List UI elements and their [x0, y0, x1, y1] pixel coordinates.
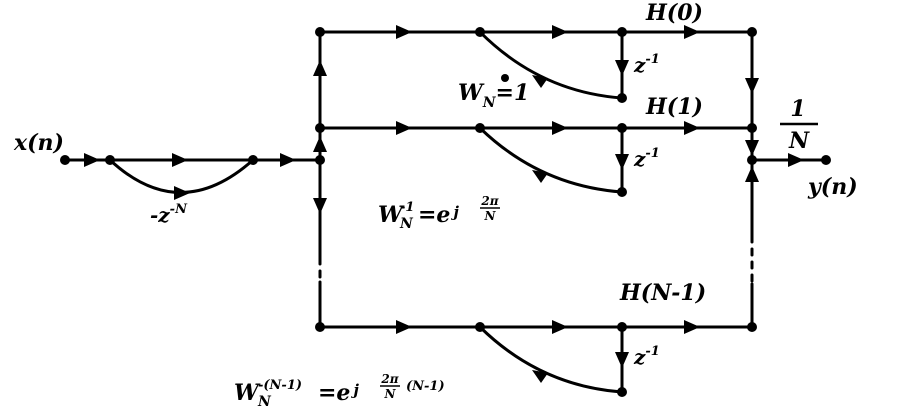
scale-denominator: N — [788, 128, 810, 154]
delay-node — [617, 387, 627, 397]
coefficient-label: H(1) — [645, 94, 703, 120]
feedback-arrow — [532, 170, 548, 183]
comb-out-arrow — [280, 153, 296, 167]
coefficient-label: H(0) — [645, 0, 703, 26]
feedback-arrow — [532, 370, 548, 383]
delay-arrow — [615, 154, 629, 170]
branch-arrow-3 — [684, 121, 700, 135]
delay-label: z-1 — [633, 52, 660, 77]
feedback-path — [478, 126, 624, 194]
branch-node-b — [617, 123, 627, 133]
comb-section: x(n) -z-N — [13, 130, 322, 227]
comb-gain-label: -z-N — [150, 202, 188, 227]
output-arrow — [788, 153, 804, 167]
twiddle-exponent-numerator: 2π — [380, 372, 398, 386]
distribution-bus — [313, 27, 327, 332]
input-arrow — [84, 153, 100, 167]
comb-split-node — [105, 155, 115, 165]
bus-node-input — [315, 155, 325, 165]
sum-down-arrow-1 — [745, 78, 759, 94]
twiddle-exponent-numerator: 2π — [480, 194, 498, 208]
branch-arrow-2 — [552, 121, 568, 135]
twiddle-exponent-tail: (N-1) — [406, 379, 445, 394]
comb-delay-arrow — [174, 186, 190, 200]
delay-node — [617, 187, 627, 197]
output-label: y(n) — [807, 174, 858, 200]
branch-node-a — [475, 123, 485, 133]
twiddle-exponent-denominator: N — [384, 387, 397, 401]
branch-arrow-1 — [396, 25, 412, 39]
delay-label: z-1 — [633, 146, 660, 171]
bus-down-arrow — [313, 198, 327, 214]
comb-sum-node — [248, 155, 258, 165]
sum-up-arrow — [745, 166, 759, 182]
delay-arrow — [615, 352, 629, 368]
twiddle-exponent-denominator: N — [484, 209, 497, 223]
branch-node-a — [475, 322, 485, 332]
delay-node — [617, 93, 627, 103]
coefficient-label: H(N-1) — [619, 280, 706, 306]
delay-arrow — [615, 60, 629, 76]
summing-bus: 1 N y(n) — [745, 30, 858, 329]
branch-arrow-1 — [396, 121, 412, 135]
branch-arrow-2 — [552, 320, 568, 334]
twiddle-label: WN=1 — [458, 80, 529, 111]
bus-up-arrow-1 — [313, 60, 327, 76]
feedback-path — [478, 325, 624, 394]
scale-numerator: 1 — [790, 96, 805, 122]
branch-node-b — [617, 322, 627, 332]
bus-up-arrow-2 — [313, 136, 327, 152]
input-node — [60, 155, 70, 165]
branch-node-b — [617, 27, 627, 37]
resonator-branch: H(0) z-1 WN=1 — [318, 0, 757, 111]
branch-arrow-2 — [552, 25, 568, 39]
branch-arrow-3 — [684, 320, 700, 334]
comb-forward-arrow — [172, 153, 188, 167]
comb-feedforward-path — [108, 158, 255, 194]
branch-arrow-3 — [684, 25, 700, 39]
delay-label: z-1 — [633, 344, 660, 369]
branch-node-a — [475, 27, 485, 37]
twiddle-dot — [501, 74, 509, 82]
input-label: x(n) — [13, 130, 64, 156]
branch-arrow-1 — [396, 320, 412, 334]
feedback-arrow — [532, 75, 548, 88]
output-node — [821, 155, 831, 165]
sum-down-arrow-2 — [745, 140, 759, 156]
